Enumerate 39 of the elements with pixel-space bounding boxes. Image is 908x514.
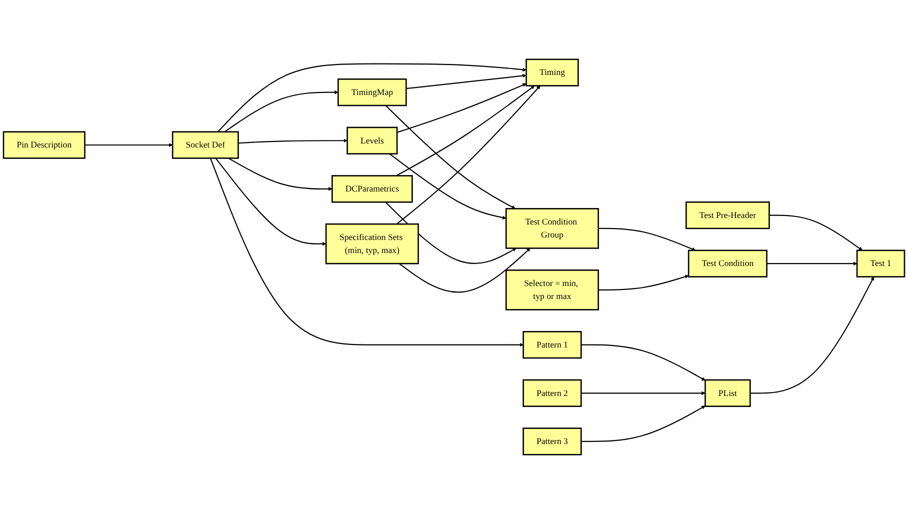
arrow — [396, 86, 540, 224]
node-box: Test Condition Group — [505, 208, 599, 249]
arrow — [396, 86, 535, 176]
arrow — [238, 138, 348, 144]
arrow — [210, 158, 524, 347]
arrow — [215, 158, 326, 246]
node-box: Test Condition — [688, 250, 768, 278]
arrow — [228, 158, 332, 191]
arrow — [84, 143, 173, 147]
arrow — [581, 406, 706, 442]
arrow — [581, 391, 706, 396]
node-box: Timing — [526, 58, 579, 86]
arrow — [766, 262, 858, 266]
node-box: Levels — [346, 126, 398, 154]
node-box: Test 1 — [856, 250, 906, 278]
arrow — [385, 202, 516, 264]
arrow — [769, 214, 862, 251]
node-box: Pattern 2 — [522, 379, 582, 407]
arrow — [750, 276, 874, 394]
node-box: Pattern 3 — [522, 428, 582, 456]
node-box: PList — [704, 379, 751, 407]
node-box: Socket Def — [172, 131, 239, 159]
arrow — [389, 153, 506, 220]
node-box: Specification Sets (min, typ, max) — [325, 223, 419, 264]
arrow — [398, 248, 530, 293]
arrow — [598, 228, 696, 251]
arrow — [406, 74, 526, 90]
arrow — [581, 344, 706, 381]
node-box: Pin Description — [2, 131, 86, 159]
arrow — [598, 274, 689, 290]
node-box: DCParametrics — [332, 175, 413, 203]
node-box: Pattern 1 — [522, 331, 582, 359]
node-box: Selector = min, typ or max — [505, 270, 599, 310]
arrow — [224, 90, 338, 132]
node-box: Test Pre-Header — [686, 201, 770, 230]
arrow — [217, 63, 526, 132]
arrow — [396, 83, 526, 133]
node-box: TimingMap — [338, 78, 407, 106]
arrow — [385, 105, 516, 209]
